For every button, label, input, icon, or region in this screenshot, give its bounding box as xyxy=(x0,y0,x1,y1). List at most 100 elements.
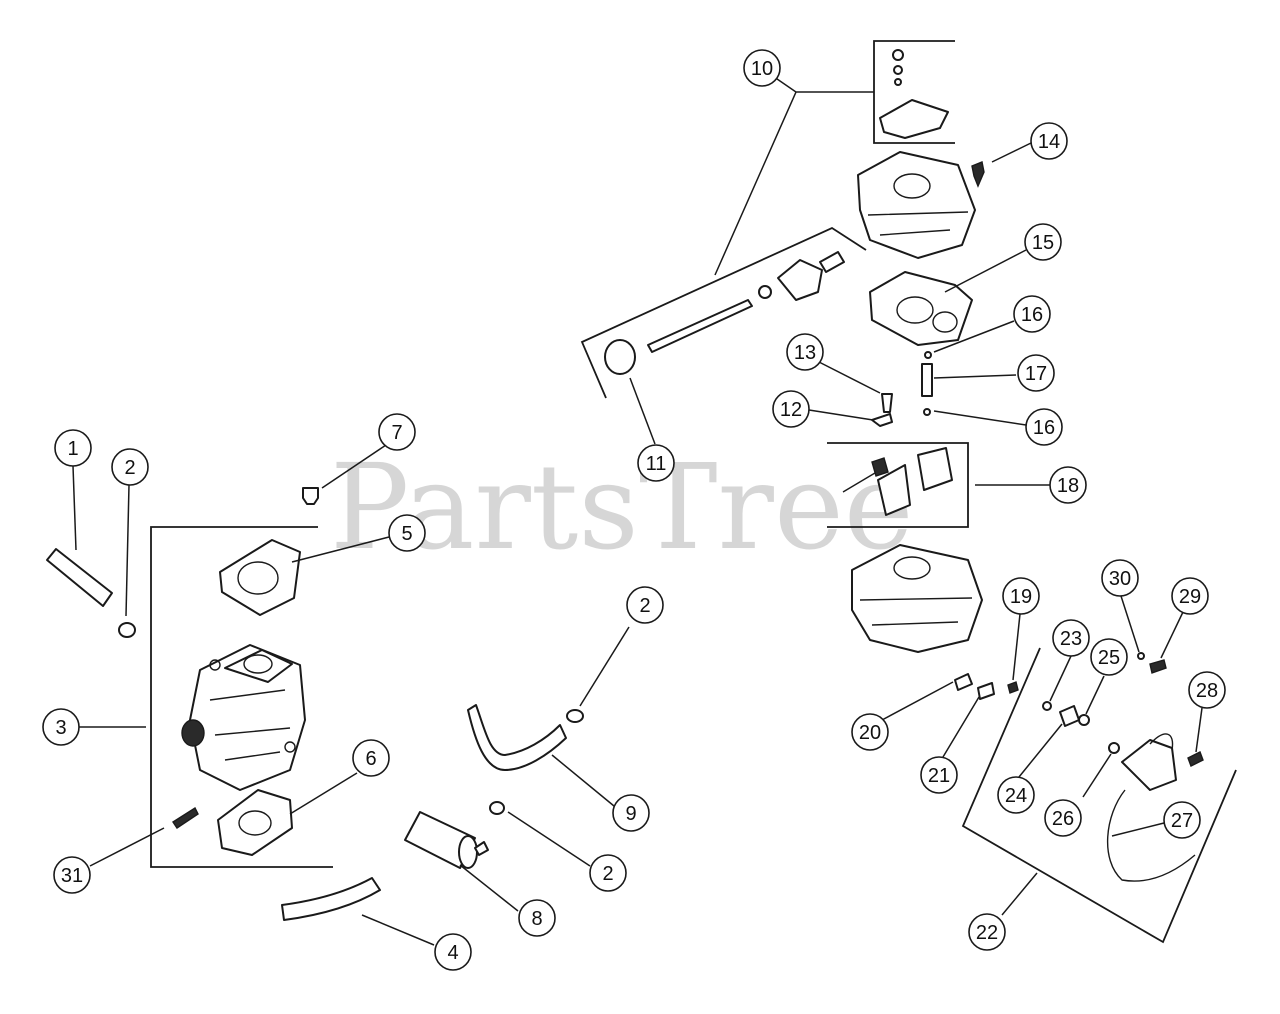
callout: 3 xyxy=(42,708,80,746)
part-16-oring-bottom xyxy=(923,408,931,416)
bracket-float xyxy=(827,442,969,528)
part-28-screw xyxy=(1187,751,1204,767)
callout: 30 xyxy=(1101,559,1139,597)
part-7-fitting xyxy=(302,487,319,505)
svg-text:7: 7 xyxy=(391,422,402,444)
svg-text:2: 2 xyxy=(639,595,650,617)
part-2-clamp-center xyxy=(489,801,505,815)
svg-text:22: 22 xyxy=(976,922,998,944)
callout: 1 xyxy=(54,429,92,467)
callout: 2 xyxy=(589,854,627,892)
svg-text:20: 20 xyxy=(859,722,881,744)
svg-text:25: 25 xyxy=(1098,647,1120,669)
part-4-hose xyxy=(281,877,381,921)
svg-text:11: 11 xyxy=(646,453,667,475)
part-carburetor-lower-body xyxy=(851,544,983,653)
part-5-gasket xyxy=(219,539,301,616)
callout: 8 xyxy=(518,899,556,937)
part-6-gasket xyxy=(217,789,293,856)
svg-text:28: 28 xyxy=(1196,680,1218,702)
callout: 11 xyxy=(637,444,675,482)
svg-text:4: 4 xyxy=(447,942,458,964)
callout: 16 xyxy=(1025,408,1063,446)
callout: 14 xyxy=(1030,122,1068,160)
svg-text:1: 1 xyxy=(67,438,78,460)
watermark: PartsTree xyxy=(330,438,914,576)
svg-text:13: 13 xyxy=(794,342,816,364)
svg-text:12: 12 xyxy=(780,399,802,421)
part-1-foam-strip xyxy=(46,548,113,607)
svg-text:2: 2 xyxy=(602,863,613,885)
svg-text:15: 15 xyxy=(1032,232,1054,254)
callout: 13 xyxy=(786,333,824,371)
callout: 19 xyxy=(1002,577,1040,615)
callout: 15 xyxy=(1024,223,1062,261)
callout: 20 xyxy=(851,713,889,751)
callout: 9 xyxy=(612,794,650,832)
part-carburetor-upper-body xyxy=(857,151,976,259)
svg-text:9: 9 xyxy=(625,803,636,825)
callout: 25 xyxy=(1090,638,1128,676)
part-19-screw xyxy=(1007,681,1019,694)
svg-text:18: 18 xyxy=(1057,475,1079,497)
part-23-washer xyxy=(1042,701,1052,711)
part-3-carburetor xyxy=(181,644,306,791)
svg-text:10: 10 xyxy=(751,58,773,80)
part-18-float xyxy=(842,447,953,516)
part-20-spring xyxy=(954,673,973,691)
svg-text:5: 5 xyxy=(401,523,412,545)
part-12-clip xyxy=(871,413,893,427)
svg-text:29: 29 xyxy=(1179,586,1201,608)
part-11-throttle-shaft-kit xyxy=(604,251,845,375)
callout: 7 xyxy=(378,413,416,451)
svg-text:27: 27 xyxy=(1171,810,1193,832)
callout: 26 xyxy=(1044,799,1082,837)
callout: 21 xyxy=(920,756,958,794)
part-14-screw xyxy=(971,161,985,188)
svg-text:24: 24 xyxy=(1005,785,1027,807)
callout: 28 xyxy=(1188,671,1226,709)
callout: 24 xyxy=(997,776,1035,814)
svg-text:19: 19 xyxy=(1010,586,1032,608)
svg-text:2: 2 xyxy=(124,457,135,479)
callout: 12 xyxy=(772,390,810,428)
part-15-gasket xyxy=(869,271,973,346)
callout: 29 xyxy=(1171,577,1209,615)
svg-text:8: 8 xyxy=(531,908,542,930)
svg-text:16: 16 xyxy=(1033,417,1055,439)
part-26-oring xyxy=(1108,742,1120,754)
callout: 4 xyxy=(434,933,472,971)
bracket-throttle-shaft-kit xyxy=(580,226,867,399)
parts-drawings xyxy=(46,49,1204,921)
callout: 2 xyxy=(111,448,149,486)
svg-text:26: 26 xyxy=(1052,808,1074,830)
svg-text:14: 14 xyxy=(1038,131,1060,153)
svg-text:31: 31 xyxy=(61,865,83,887)
callout: 17 xyxy=(1017,354,1055,392)
callout: 10 xyxy=(743,49,781,87)
part-29-screw xyxy=(1149,659,1167,674)
callout: 5 xyxy=(388,514,426,552)
part-8-fuel-filter xyxy=(404,811,489,869)
assembly-brackets xyxy=(150,40,1237,944)
callout: 18 xyxy=(1049,466,1087,504)
callout: 6 xyxy=(352,739,390,777)
part-27-solenoid xyxy=(1106,733,1196,882)
svg-text:23: 23 xyxy=(1060,628,1082,650)
callout: 22 xyxy=(968,913,1006,951)
part-21-fitting xyxy=(977,682,995,700)
part-13-screw xyxy=(881,393,893,413)
bracket-main-carburetor xyxy=(150,526,333,868)
callout: 2 xyxy=(626,586,664,624)
part-31-screw xyxy=(172,806,199,829)
callout: 23 xyxy=(1052,619,1090,657)
callout: 27 xyxy=(1163,801,1201,839)
bracket-solenoid-kit xyxy=(961,647,1237,944)
callout: 31 xyxy=(53,856,91,894)
part-24-plug xyxy=(1059,705,1080,727)
svg-text:16: 16 xyxy=(1021,304,1043,326)
part-16-oring-top xyxy=(924,351,932,359)
part-9-hose xyxy=(467,704,567,771)
part-2-clamp-left xyxy=(118,622,136,638)
